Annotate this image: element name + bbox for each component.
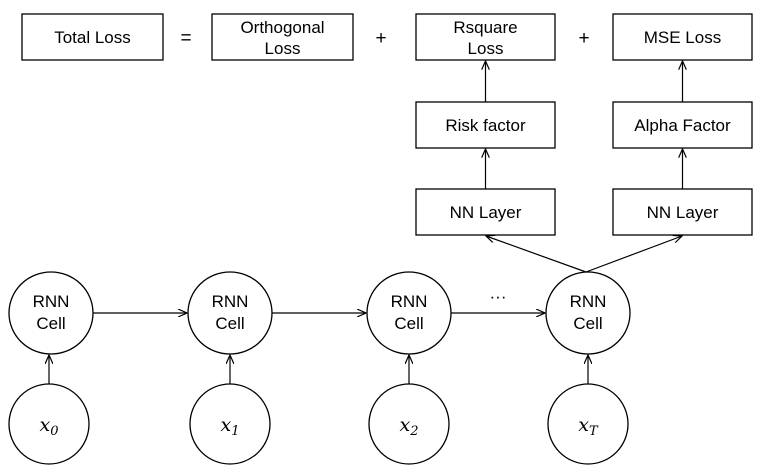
input-xt-base: x <box>578 414 589 436</box>
alpha-factor-box: Alpha Factor <box>612 101 753 149</box>
rnn-cell-0-label-line1: RNN <box>33 292 70 311</box>
rnn-cell-1: RNN Cell <box>187 271 273 355</box>
rnn-cell-1-label-line1: RNN <box>212 292 249 311</box>
input-xt: xT <box>547 383 629 465</box>
alpha-factor-label: Alpha Factor <box>634 116 731 135</box>
input-x2-base: x <box>400 414 411 436</box>
nn-layer-label-left: NN Layer <box>450 203 522 222</box>
svg-text:x0: x0 <box>40 414 59 439</box>
sequence-ellipsis: ··· <box>490 287 507 306</box>
total-loss-label: Total Loss <box>54 28 131 47</box>
risk-factor-label: Risk factor <box>445 116 526 135</box>
rnn-cell-t-label-line2: Cell <box>573 314 602 333</box>
rnn-cell-t-label-line1: RNN <box>570 292 607 311</box>
orthogonal-loss-label-line2: Loss <box>265 39 301 58</box>
input-x1: x1 <box>189 383 271 465</box>
svg-text:xT: xT <box>578 414 599 439</box>
equals-sign: = <box>180 28 191 49</box>
rsquare-loss-box: Rsquare Loss <box>415 13 556 61</box>
plus-sign-1: + <box>375 28 386 49</box>
input-x0-base: x <box>40 414 51 436</box>
orthogonal-loss-label-line1: Orthogonal <box>240 18 324 37</box>
input-x1-sub: 1 <box>231 424 239 439</box>
rnn-cell-0: RNN Cell <box>8 271 94 355</box>
rnn-cell-2-label-line2: Cell <box>394 314 423 333</box>
svg-text:x2: x2 <box>400 414 419 439</box>
input-x2-sub: 2 <box>409 424 418 439</box>
input-x0: x0 <box>8 383 90 465</box>
orthogonal-loss-box: Orthogonal Loss <box>211 13 354 61</box>
rnn-cell-t: RNN Cell <box>545 271 631 355</box>
nn-layer-label-right: NN Layer <box>647 203 719 222</box>
mse-loss-label: MSE Loss <box>644 28 721 47</box>
rsquare-loss-label-line1: Rsquare <box>453 18 517 37</box>
nn-layer-box-left: NN Layer <box>415 188 556 236</box>
arrow-rnn-to-nn-left <box>486 236 587 273</box>
nn-layer-box-right: NN Layer <box>612 188 753 236</box>
input-x1-base: x <box>221 414 232 436</box>
rnn-cell-1-label-line2: Cell <box>215 314 244 333</box>
arrow-rnn-to-nn-right <box>585 236 682 273</box>
rnn-cell-2-label-line1: RNN <box>391 292 428 311</box>
svg-text:x1: x1 <box>221 414 240 439</box>
risk-factor-box: Risk factor <box>415 101 556 149</box>
input-xt-sub: T <box>589 424 599 439</box>
rnn-cell-0-label-line2: Cell <box>36 314 65 333</box>
plus-sign-2: + <box>578 28 589 49</box>
rnn-cell-2: RNN Cell <box>366 271 452 355</box>
input-x2: x2 <box>368 383 450 465</box>
input-x0-sub: 0 <box>50 424 58 439</box>
rsquare-loss-label-line2: Loss <box>468 39 504 58</box>
total-loss-box: Total Loss <box>21 13 164 61</box>
mse-loss-box: MSE Loss <box>612 13 753 61</box>
